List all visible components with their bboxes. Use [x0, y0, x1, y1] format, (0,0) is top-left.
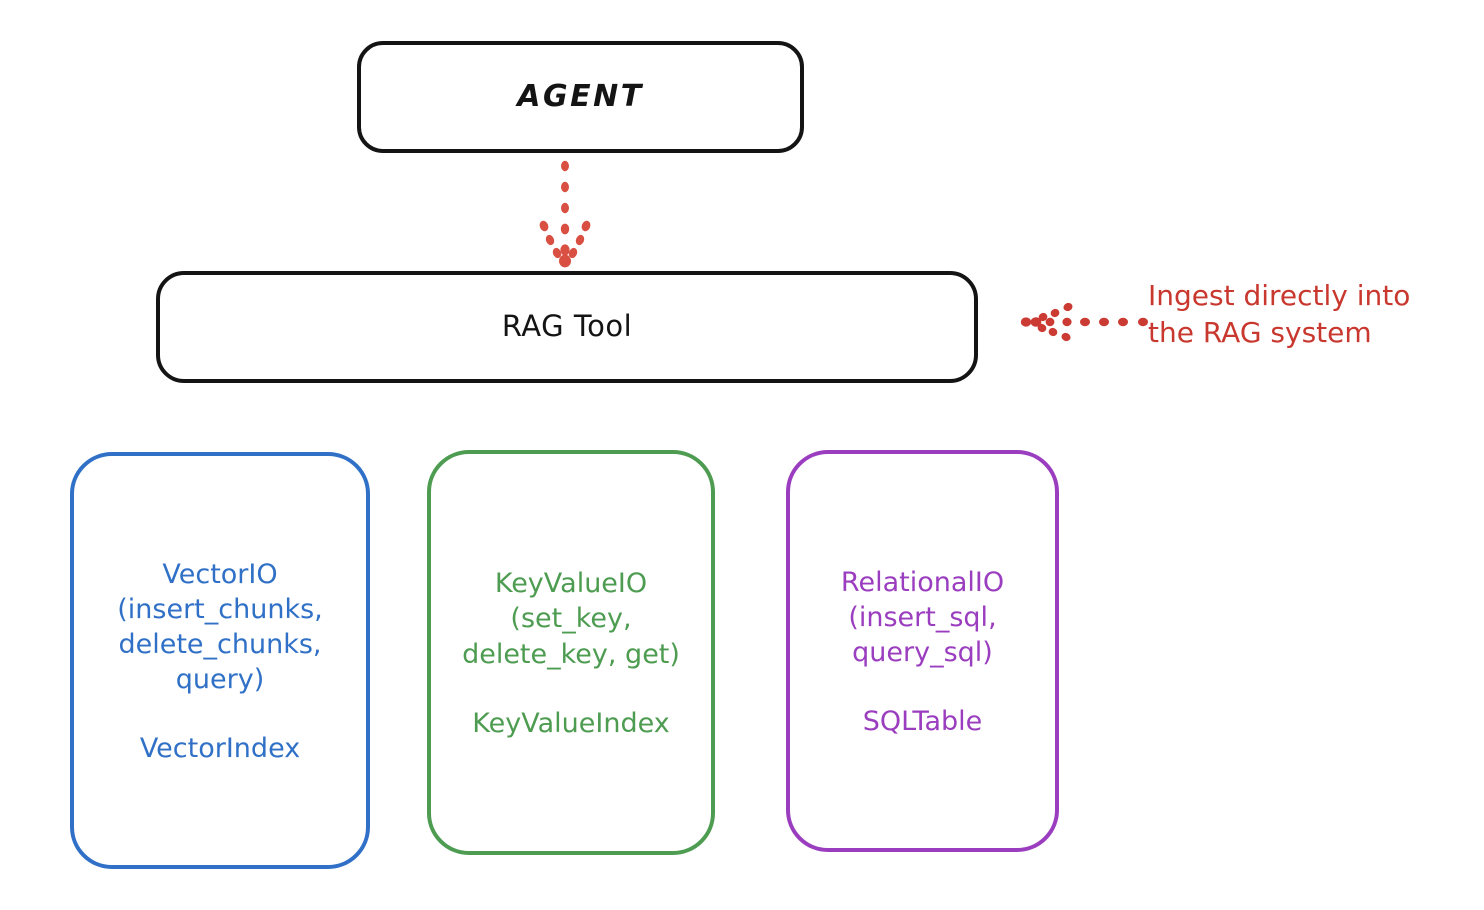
dotted-left-arrow-icon: [1020, 302, 1148, 342]
node-relationalio-index-label: SQLTable: [862, 706, 983, 738]
node-relationalio-api-label: RelationalIO (insert_sql, query_sql): [840, 566, 1005, 669]
node-vectorio[interactable]: VectorIO (insert_chunks, delete_chunks, …: [70, 452, 370, 869]
dotted-down-arrow-icon: [539, 160, 591, 268]
node-relationalio[interactable]: RelationalIO (insert_sql, query_sql) SQL…: [786, 450, 1059, 852]
node-rag-tool-label: RAG Tool: [501, 309, 633, 344]
node-rag-tool[interactable]: RAG Tool: [156, 271, 978, 383]
node-agent[interactable]: AGENT: [357, 41, 804, 153]
node-vectorio-api-label: VectorIO (insert_chunks, delete_chunks, …: [117, 558, 323, 696]
annotation-ingest-note: Ingest directly into the RAG system: [1148, 279, 1411, 349]
node-keyvalueio-index-label: KeyValueIndex: [472, 707, 670, 739]
node-keyvalueio-api-label: KeyValueIO (set_key, delete_key, get): [462, 568, 680, 670]
node-vectorio-index-label: VectorIndex: [139, 733, 301, 765]
node-keyvalueio[interactable]: KeyValueIO (set_key, delete_key, get) Ke…: [427, 450, 715, 855]
node-agent-label: AGENT: [517, 78, 644, 114]
